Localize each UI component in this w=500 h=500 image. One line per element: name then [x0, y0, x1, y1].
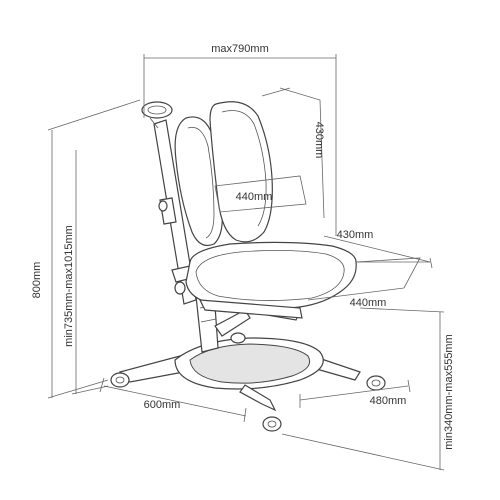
caster-back: [230, 332, 246, 344]
caster-front: [262, 416, 282, 432]
chair-base: [118, 337, 361, 412]
chair-drawing: [110, 101, 386, 432]
max-width-label: max790mm: [211, 43, 268, 55]
adjust-height-label: min735mm-max1015mm: [63, 225, 75, 347]
seat-depth-label: 430mm: [337, 229, 374, 241]
seat-height-label: min340mm-max555mm: [443, 334, 455, 450]
back-height-label: 430mm: [313, 122, 325, 159]
dimension-lines: [47, 54, 445, 471]
seat-cushion: [185, 241, 357, 319]
back-post: [153, 119, 197, 305]
back-width-label: 440mm: [236, 191, 273, 203]
total-height-label: 800mm: [31, 262, 43, 299]
base-width-label: 480mm: [370, 395, 407, 407]
dimension-labels: max790mm 430mm 440mm 430mm 440mm 800mm m…: [31, 43, 455, 450]
seat-width-label: 440mm: [350, 297, 387, 309]
base-length-label: 600mm: [144, 399, 181, 411]
caster-left: [110, 372, 130, 388]
caster-right: [366, 375, 386, 391]
top-holder: [141, 101, 173, 129]
